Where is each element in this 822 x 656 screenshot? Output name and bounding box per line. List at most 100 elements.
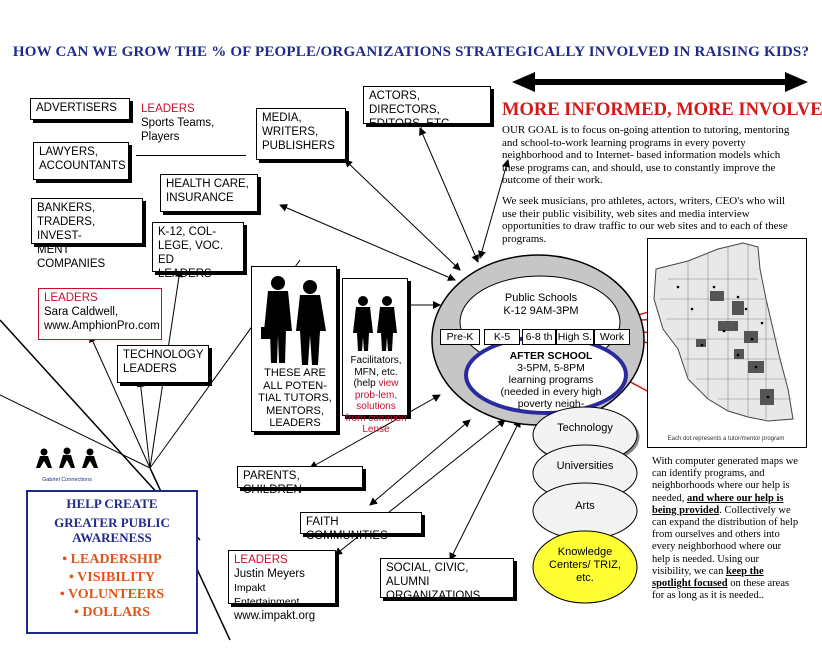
- tutors-line-2: ALL POTEN-: [263, 379, 327, 392]
- lawyers-line-1: LAWYERS,: [39, 146, 99, 158]
- tutors-box: THESE ARE ALL POTEN- TIAL TUTORS, MENTOR…: [251, 266, 337, 432]
- bottom-text-part-2: . Collectively we can expand the distrib…: [652, 504, 799, 577]
- leaders-sara-heading: LEADERS: [44, 292, 98, 304]
- faith-box: FAITH COMMUNITIES: [300, 512, 422, 542]
- tutors-line-4: MENTORS,: [266, 404, 324, 417]
- health-care-line-1: HEALTH CARE,: [166, 178, 249, 190]
- technology-leaders-line-1: TECHNOLOGY: [123, 349, 204, 361]
- public-schools-line-2: K-12 9AM-3PM: [503, 305, 579, 317]
- public-schools-line-1: Public Schools: [504, 292, 578, 304]
- awareness-title-2: GREATER PUBLIC: [54, 515, 170, 530]
- goal-text: OUR GOAL is to focus on-going attention …: [502, 124, 790, 186]
- parents-box: PARENTS, CHILDREN: [237, 466, 363, 496]
- leaders-sara-box: LEADERS Sara Caldwell, www.AmphionPro.co…: [38, 288, 162, 340]
- facilitators-line-2: MFN, etc.: [354, 366, 398, 378]
- bottom-text-part-1: With computer generated maps we can iden…: [652, 456, 798, 504]
- circle-arts: Arts: [575, 500, 595, 512]
- lawyers-line-2: ACCOUNTANTS: [39, 160, 126, 172]
- tutors-line-5: LEADERS: [269, 417, 321, 429]
- awareness-title-3: AWARENESS: [72, 530, 152, 545]
- leaders-justin-line-2: Impakt Entertainment: [234, 582, 300, 608]
- after-school-label: AFTER SCHOOL 3-5PM, 5-8PM learning progr…: [496, 350, 606, 410]
- circle-knowledge-centers: Knowledge Centers/ TRIZ, etc.: [549, 546, 621, 584]
- bankers-line-3: MENT COMPANIES: [37, 244, 106, 270]
- sports-leaders-box: LEADERS Sports Teams, Players: [136, 100, 246, 156]
- media-box: MEDIA, WRITERS, PUBLISHERS: [256, 108, 346, 160]
- bankers-box: BANKERS, TRADERS, INVEST- MENT COMPANIES: [31, 198, 143, 270]
- media-line-2: WRITERS,: [262, 126, 319, 138]
- actors-line-1: ACTORS, DIRECTORS,: [369, 90, 440, 116]
- leaders-justin-line-3: www.impakt.org: [234, 610, 316, 622]
- faith-label: FAITH COMMUNITIES: [306, 516, 388, 542]
- after-school-line-2: learning programs: [508, 374, 594, 386]
- bottom-text-part-3: on these areas for as long as it is need…: [652, 578, 790, 602]
- sports-leaders-heading: LEADERS: [141, 103, 195, 115]
- circle-technology: Technology: [557, 422, 613, 434]
- grade-high-school: High S.: [556, 329, 594, 345]
- parents-label: PARENTS, CHILDREN: [243, 470, 302, 496]
- logo-figures-icon: [36, 447, 98, 468]
- bottom-text-bold-2: keep the spotlight focused: [652, 565, 764, 590]
- k12-leaders-box: K-12, COL- LEGE, VOC. ED LEADERS: [152, 222, 244, 280]
- awareness-item-leadership: • LEADERSHIP: [62, 552, 162, 567]
- bottom-text-bold-1: and where our help is being provided: [652, 492, 784, 516]
- tutors-line-1: THESE ARE: [264, 367, 326, 379]
- technology-leaders-box: TECHNOLOGY LEADERS: [117, 345, 209, 383]
- health-care-line-2: INSURANCE: [166, 192, 234, 204]
- people-silhouette-icon: [261, 276, 326, 365]
- leaders-sara-line-2: www.AmphionPro.com: [44, 320, 160, 332]
- page-title: HOW CAN WE GROW THE % OF PEOPLE/ORGANIZA…: [12, 44, 810, 60]
- social-line-1: SOCIAL, CIVIC, ALUMNI: [386, 562, 469, 588]
- grade-prek: Pre-K: [440, 329, 480, 345]
- after-school-heading: AFTER SCHOOL: [509, 350, 593, 362]
- facilitators-line-1: Facilitators,: [350, 355, 402, 366]
- social-box: SOCIAL, CIVIC, ALUMNI ORGANIZATIONS: [380, 558, 514, 602]
- health-care-box: HEALTH CARE, INSURANCE: [160, 174, 258, 212]
- goal-heading: MORE INFORMED, MORE INVOLVED: [502, 100, 822, 120]
- actors-line-2: EDITORS, ETC: [369, 118, 450, 130]
- advertisers-box: ADVERTISERS: [30, 98, 130, 120]
- facilitators-box: Facilitators, MFN, etc. (help view prob-…: [342, 278, 408, 435]
- bankers-line-2: TRADERS, INVEST-: [37, 216, 96, 242]
- program-circles: [532, 406, 638, 604]
- k12-line-1: K-12, COL-: [158, 226, 217, 238]
- grade-work: Work: [594, 329, 630, 345]
- circle-universities: Universities: [556, 460, 614, 472]
- grade-6-8: 6-8 th: [522, 329, 556, 345]
- after-school-line-3: (needed in every high: [500, 386, 602, 398]
- seek-text: We seek musicians, pro athletes, actors,…: [502, 195, 788, 245]
- after-school-line-1: 3-5PM, 5-8PM: [517, 362, 585, 374]
- advertisers-label: ADVERTISERS: [36, 102, 117, 114]
- media-line-1: MEDIA,: [262, 112, 302, 124]
- awareness-item-volunteers: • VOLUNTEERS: [59, 587, 165, 602]
- media-line-3: PUBLISHERS: [262, 140, 335, 152]
- gabriel-connections-logo: Gabriel Connections: [34, 446, 100, 483]
- map-image: [653, 242, 794, 422]
- sports-leaders-line-2: Players: [141, 131, 180, 143]
- sports-leaders-line-1: Sports Teams,: [141, 117, 215, 129]
- facilitators-silhouette-icon: [353, 296, 397, 351]
- actors-box: ACTORS, DIRECTORS, EDITORS, ETC: [363, 86, 491, 130]
- k12-line-2: LEGE, VOC. ED: [158, 240, 224, 266]
- awareness-item-visibility: • VISIBILITY: [69, 569, 155, 585]
- grade-k5: K-5: [484, 329, 520, 345]
- awareness-item-dollars: • DOLLARS: [73, 604, 151, 620]
- leaders-justin-heading: LEADERS: [234, 554, 288, 566]
- map-caption: Each dot represents a tutor/mentor progr…: [667, 436, 785, 442]
- leaders-justin-box: LEADERS Justin Meyers Impakt Entertainme…: [228, 550, 336, 622]
- awareness-title-1: HELP CREATE: [66, 496, 158, 511]
- k12-line-3: LEADERS: [158, 268, 212, 280]
- technology-leaders-line-2: LEADERS: [123, 363, 177, 375]
- facilitators-red-text: view prob-lem, solutions from common Len…: [345, 378, 407, 435]
- facilitators-line-3: (help: [353, 378, 376, 389]
- after-school-line-4: poverty neigh-: [517, 398, 585, 410]
- lawyers-box: LAWYERS, ACCOUNTANTS: [33, 142, 129, 180]
- awareness-box: HELP CREATE GREATER PUBLIC AWARENESS • L…: [26, 490, 198, 634]
- leaders-justin-line-1: Justin Meyers: [234, 568, 305, 580]
- social-line-2: ORGANIZATIONS: [386, 590, 481, 602]
- tutors-line-3: TIAL TUTORS,: [258, 392, 332, 404]
- bottom-paragraph: With computer generated maps we can iden…: [652, 456, 800, 602]
- bankers-line-1: BANKERS,: [37, 202, 96, 214]
- leaders-sara-line-1: Sara Caldwell,: [44, 306, 119, 318]
- chicago-map: [647, 238, 807, 448]
